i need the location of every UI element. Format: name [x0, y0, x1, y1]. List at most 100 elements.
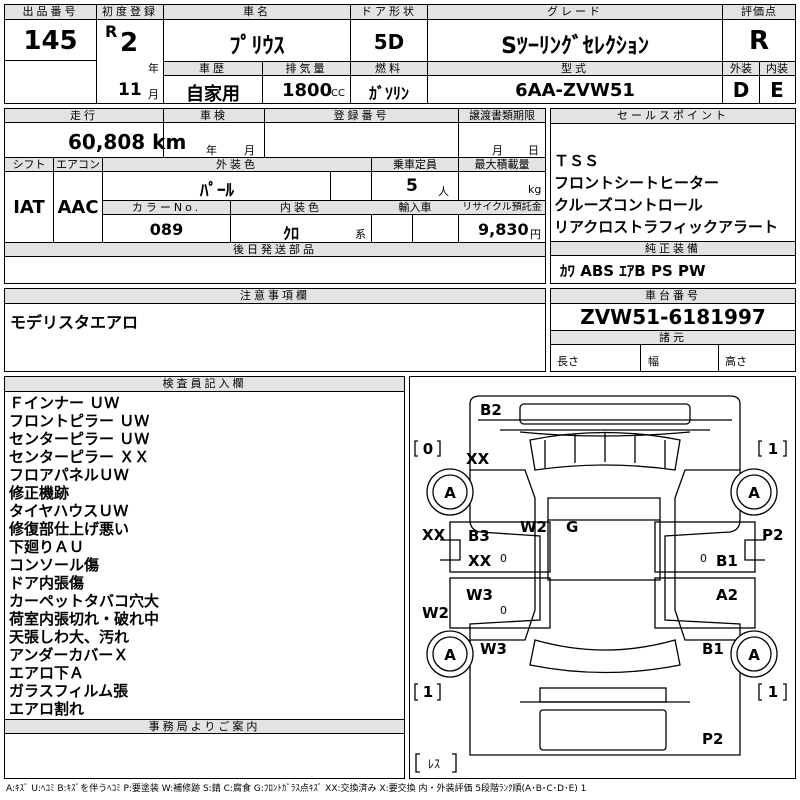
specs-width: 幅 — [648, 355, 659, 368]
inspector-remark: コンソール傷 — [9, 556, 100, 574]
int-color-value: ｸﾛ — [282, 224, 299, 243]
displacement-label: 排気量 — [285, 62, 328, 75]
inspector-label: 検査員記入欄 — [5, 377, 404, 392]
genuine-value: ｶﾜ ABS ｴｱB PS PW — [560, 262, 706, 280]
sales-points-list: ＴＳＳ フロントシートヒーター クルーズコントロール リアクロストラフィックアラ… — [554, 150, 794, 238]
chassis-block — [550, 288, 796, 372]
ext-color-label: 外装色 — [216, 158, 258, 171]
door-label: ドア形状 — [351, 5, 427, 20]
capacity-value: 5 — [406, 176, 418, 196]
lot-label: 出品番号 — [5, 5, 96, 20]
inspector-remark: タイヤハウスＵＷ — [9, 502, 129, 520]
sales-points-label: セールスポイント — [551, 109, 795, 124]
inspector-block — [4, 376, 405, 779]
damage-diagram-block — [409, 376, 796, 779]
inspector-remark: アンダーカバーＸ — [9, 646, 129, 664]
damage-p2-right: P2 — [762, 526, 783, 544]
transfer-month-unit: 月 — [492, 144, 503, 157]
inspector-remark: エアロ割れ — [9, 700, 85, 718]
history-label: 車歴 — [199, 62, 227, 75]
bracket-tl: 0 — [423, 440, 433, 458]
inspector-remark: ドア内張傷 — [9, 574, 85, 592]
genuine-label: 純正装備 — [645, 242, 701, 255]
inspector-remark: ガラスフィルム張 — [9, 682, 129, 700]
inspector-remark: エアロ下Ａ — [9, 664, 85, 682]
damage-g: G — [566, 518, 578, 536]
tire-rl-label: A — [444, 646, 456, 664]
office-label: 事務局よりご案内 — [148, 720, 261, 733]
transfer-label: 譲渡書類期限 — [469, 109, 535, 122]
damage-w3-inner: W3 — [466, 586, 493, 604]
first-reg-month-unit: 月 — [148, 88, 159, 101]
grade-value: Sﾂｰﾘﾝｸﾞｾﾚｸｼｮﾝ — [501, 34, 649, 59]
displacement-value: 1800 — [282, 80, 333, 101]
later-parts-label: 後日発送部品 — [233, 243, 317, 256]
damage-p2-bottom: P2 — [702, 730, 723, 748]
sales-point-item: フロントシートヒーター — [554, 174, 720, 192]
inspection-year-unit: 年 — [206, 144, 217, 157]
transfer-day-unit: 日 — [528, 144, 539, 157]
specs-height: 高さ — [725, 355, 747, 368]
mileage-value: 60,808 km — [68, 130, 187, 154]
first-reg-year-unit: 年 — [148, 62, 159, 75]
chassis-value: ZVW51-6181997 — [580, 305, 766, 329]
inspection-label: 車検 — [200, 109, 228, 122]
damage-w2-center: W2 — [520, 518, 547, 536]
recycle-unit: 円 — [530, 228, 541, 241]
inspector-remark: 修正機跡 — [9, 484, 70, 502]
sales-points-block — [550, 108, 796, 284]
damage-w2-left: W2 — [422, 604, 449, 622]
damage-b1-rr: B1 — [702, 640, 724, 658]
model-label: 型式 — [561, 62, 589, 75]
shift-label: シフト — [12, 158, 46, 171]
int-color-label: 内装色 — [280, 201, 322, 214]
int-color-suffix: 系 — [355, 228, 366, 241]
inspector-remark: 天張しわ大、汚れ — [9, 628, 130, 646]
specs-label: 諸元 — [659, 331, 687, 344]
model-value: 6AA-ZVW51 — [515, 80, 635, 101]
inspection-month-unit: 月 — [244, 144, 255, 157]
sales-point-item: ＴＳＳ — [554, 152, 600, 170]
sales-point-item: クルーズコントロール — [554, 196, 703, 214]
damage-zero-a: 0 — [500, 552, 507, 565]
first-reg-year: 2 — [120, 28, 139, 58]
bracket-bl: 1 — [423, 683, 433, 701]
bracket-tr: 1 — [768, 440, 778, 458]
inspector-remark: Ｆインナー ＵＷ — [9, 394, 120, 412]
damage-xx-inner: XX — [468, 552, 492, 570]
car-diagram: A A A A 0 1 1 1 B2 XX W2 G XX B3 XX P2 B… — [414, 395, 787, 773]
car-name-label: 車名 — [164, 5, 350, 20]
lot-number: 145 — [23, 26, 78, 56]
inspector-remark: 修復部仕上げ悪い — [9, 520, 130, 538]
fuel-label: 燃料 — [375, 62, 403, 75]
inspector-remark: フロントピラー ＵＷ — [9, 412, 150, 430]
recycle-label: リサイクル預託金 — [462, 202, 542, 213]
shift-value: IAT — [13, 197, 45, 218]
color-no-label: カラーNo. — [131, 201, 202, 214]
first-reg-month: 11 — [118, 80, 142, 100]
history-value: 自家用 — [186, 84, 240, 105]
inspector-remark: センターピラー ＸＸ — [9, 448, 150, 466]
inspector-remark: センターピラー ＵＷ — [9, 430, 150, 448]
damage-zero-b: 0 — [700, 552, 707, 565]
fuel-value: ｶﾞｿﾘﾝ — [368, 84, 409, 103]
tire-fr-label: A — [748, 484, 760, 502]
notes-value: モデリスタエアロ — [10, 313, 139, 332]
first-reg-label: 初度登録 — [97, 5, 163, 20]
load-label: 最大積載量 — [474, 158, 530, 171]
rating-ext-label: 外装 — [730, 62, 752, 75]
load-unit: kg — [528, 183, 542, 196]
displacement-unit: CC — [331, 88, 345, 99]
damage-xx-left: XX — [422, 526, 446, 544]
rating-int-label: 内装 — [766, 62, 788, 75]
damage-a2: A2 — [716, 586, 738, 604]
tire-rr-label: A — [748, 646, 760, 664]
rating-value: R — [748, 26, 770, 56]
res-label: ﾚｽ — [428, 757, 440, 771]
car-name-value: ﾌﾟﾘｳｽ — [229, 34, 285, 59]
damage-xx-fl: XX — [466, 450, 490, 468]
door-value: 5D — [373, 30, 405, 54]
top-header-block — [4, 4, 796, 104]
aircon-label: エアコン — [56, 158, 100, 171]
rating-int-value: E — [770, 78, 784, 102]
